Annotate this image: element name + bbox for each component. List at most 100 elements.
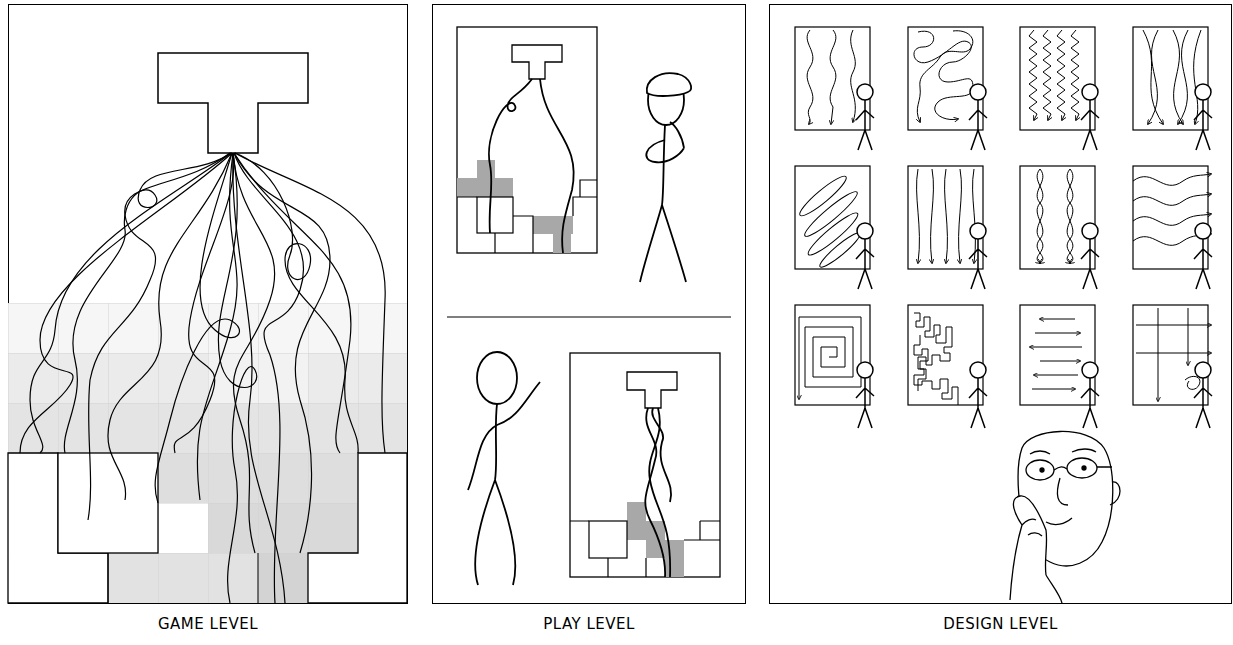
trajectory-lines <box>20 153 385 603</box>
variation-panel <box>1040 361 1080 362</box>
variation-panel <box>1020 305 1095 405</box>
designer-face <box>1018 431 1113 565</box>
trajectory-lines <box>489 79 532 233</box>
ghost-cell <box>208 353 308 403</box>
trajectory-lines <box>649 408 670 577</box>
trajectory-lines <box>30 153 231 453</box>
ghost-piece <box>627 521 665 540</box>
trajectory-lines <box>652 408 671 502</box>
variation-panel <box>908 27 983 130</box>
trajectory-lines <box>234 153 351 453</box>
stick-figures <box>856 84 1212 428</box>
designer-face <box>1082 466 1086 470</box>
stick-figures <box>856 223 874 289</box>
variation-panel <box>1185 376 1200 389</box>
variation-panel <box>945 169 948 263</box>
variation-panel <box>1133 174 1211 185</box>
variation-panel <box>1133 194 1211 205</box>
t-piece <box>627 372 677 408</box>
variation-panel <box>914 31 973 119</box>
trajectory-lines <box>645 408 671 577</box>
variation-panel <box>1173 30 1183 124</box>
t-piece <box>158 53 308 153</box>
trajectory-lines <box>645 408 665 577</box>
designer-face <box>1030 449 1096 454</box>
panel-caption: PLAY LEVEL <box>433 615 745 633</box>
panel-caption: GAME LEVEL <box>9 615 407 633</box>
variation-panel <box>1188 308 1189 365</box>
variation-panel <box>830 30 836 124</box>
stick-figure <box>468 352 540 585</box>
ghost-cell <box>258 553 308 603</box>
designer-face <box>1022 519 1042 536</box>
stick-figures <box>969 84 987 150</box>
ghost-cell <box>308 353 407 403</box>
variation-panel <box>959 169 962 263</box>
piece-edge <box>108 553 258 603</box>
variation-panel <box>1037 169 1043 263</box>
trajectory-lines <box>20 153 232 453</box>
variation-panel <box>795 166 870 271</box>
stick-figure <box>640 125 686 282</box>
variation-panel <box>1020 166 1095 269</box>
variation-panel <box>908 305 983 405</box>
trajectory-lines <box>174 153 234 453</box>
panel-box: GAME LEVEL <box>8 4 408 604</box>
design-variations <box>795 27 1212 428</box>
ghost-piece <box>553 234 571 253</box>
panel-box: DESIGN LEVEL <box>769 4 1232 604</box>
stick-figures <box>969 223 987 289</box>
variation-panel <box>1158 308 1159 401</box>
panel-box: PLAY LEVEL <box>432 4 746 604</box>
game-board <box>8 53 407 603</box>
variation-panel <box>1067 169 1073 263</box>
variation-panel <box>1035 333 1080 334</box>
variation-panel <box>799 317 861 399</box>
trajectory-lines <box>234 153 304 603</box>
variation-panel <box>1133 166 1208 269</box>
trajectory-lines <box>64 153 231 453</box>
ghost-piece <box>627 502 646 521</box>
piece-edge <box>457 180 597 253</box>
small-board <box>457 27 597 253</box>
ghost-piece <box>646 540 665 558</box>
stick-figures <box>1081 223 1099 289</box>
ghost-piece <box>533 216 573 234</box>
ghost-piece <box>457 178 513 197</box>
stick-figure <box>647 73 691 96</box>
small-board <box>570 353 720 577</box>
variation-panel <box>1136 353 1211 354</box>
variation-panel <box>1034 375 1078 376</box>
ghost-piece <box>477 160 495 178</box>
variation-panel <box>908 166 983 269</box>
divider <box>447 316 731 317</box>
trajectory-lines <box>235 153 385 453</box>
variation-panel <box>796 172 850 220</box>
stick-figure <box>475 404 515 585</box>
variation-panel <box>1143 30 1163 124</box>
variation-panel <box>1032 389 1075 390</box>
placed-piece <box>58 453 158 553</box>
trajectory-lines <box>233 153 285 603</box>
variation-panel <box>1030 347 1082 348</box>
ghost-cell <box>8 353 208 403</box>
stick-figures <box>1081 362 1099 428</box>
stick-figures <box>1194 223 1212 289</box>
variation-panel <box>1020 166 1095 269</box>
variation-panel <box>1133 234 1211 245</box>
ghost-cell <box>8 303 407 353</box>
variation-panel <box>795 305 870 405</box>
variation-panel <box>1133 27 1208 130</box>
variation-panel <box>931 169 934 263</box>
variation-panel <box>1133 27 1208 130</box>
stick-figures <box>969 362 987 428</box>
trajectory-lines <box>234 153 330 553</box>
placed-piece <box>589 521 627 558</box>
variation-panel <box>1133 166 1211 269</box>
ghost-cell <box>208 503 358 553</box>
stick-figures <box>856 362 874 428</box>
trajectory-lines <box>155 153 239 503</box>
variation-panel <box>801 188 861 241</box>
